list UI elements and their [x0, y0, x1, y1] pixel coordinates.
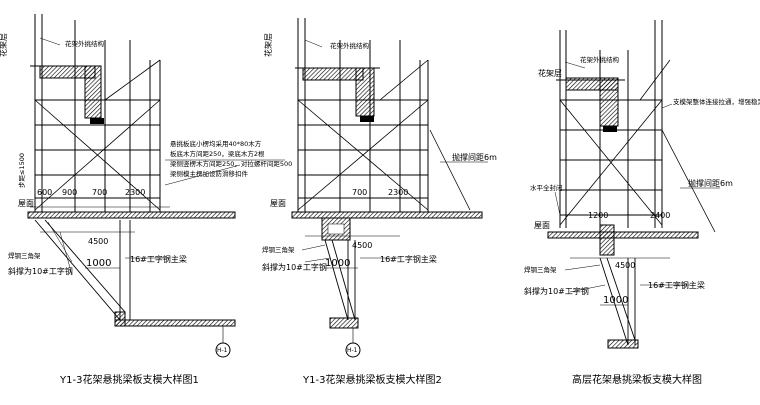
brace-note: 支模架整体连接拉通，增强稳定性	[673, 97, 760, 106]
brace-label: 斜撑为10#工字钢	[524, 286, 589, 296]
dim-2300: 2300	[125, 188, 145, 197]
rack-base-beam	[360, 116, 374, 122]
rack-column	[599, 77, 619, 127]
brace-label: 斜撑为10#工字钢	[8, 266, 73, 276]
rack-column	[355, 67, 375, 117]
detail-panel-3: 花架层 花架外挑结构 支模架整体连接拉通，增强稳定性 水平全封闭 屋面 1200…	[524, 20, 760, 386]
panel-caption: Y1-3花架悬挑梁板支模大样图2	[302, 373, 442, 386]
parapet-block	[599, 224, 615, 256]
roof-label: 花架层	[538, 68, 562, 78]
leader-lines-3	[554, 61, 720, 293]
leader-lines-2	[301, 39, 488, 263]
rack-top-beam	[302, 67, 364, 81]
roof-slab	[291, 211, 483, 219]
cantilever-support	[599, 257, 636, 346]
steel-triangle-label: 焊钢三角架	[8, 251, 41, 260]
panel-caption: Y1-3花架悬挑梁板支模大样图1	[59, 373, 199, 386]
dim-1200: 1200	[588, 211, 608, 220]
rack-column	[84, 65, 102, 119]
detail-panel-1: 花架层 花架外挑结构 步距≤1500 屋面 600 900 700 2300 4…	[0, 14, 292, 386]
horizontal-closure-note: 水平全封闭	[530, 183, 563, 192]
main-beam-label: 16#工字钢主梁	[130, 254, 187, 264]
scaffold-ledgers	[295, 67, 428, 199]
slab-label: 屋面	[18, 199, 34, 208]
dim-900: 900	[62, 188, 77, 197]
panel-caption: 高层花架悬挑梁板支模大样图	[572, 373, 702, 386]
formwork-note-line-4: 梁侧模主楞加设防滑移扣件	[170, 169, 249, 178]
leader-lines-1	[39, 37, 285, 276]
cantilever-support	[324, 239, 356, 321]
dim-1000: 1000	[325, 258, 350, 269]
dim-700: 700	[352, 188, 367, 197]
axis-label: H-1	[217, 347, 228, 354]
lower-beam-stub	[114, 311, 126, 327]
structure-label: 花架外挑结构	[65, 39, 105, 48]
cantilever-support	[34, 219, 131, 321]
dim-1000: 1000	[603, 295, 628, 306]
structure-label: 花架外挑结构	[330, 41, 370, 50]
dim-2400: 2400	[650, 211, 670, 220]
steel-triangle-label: 焊钢三角架	[262, 245, 295, 254]
parapet-void	[327, 223, 345, 235]
axis-label: H-1	[347, 347, 358, 354]
dim-4500: 4500	[615, 261, 635, 270]
dim-4500: 4500	[88, 237, 108, 246]
dim-4500: 4500	[352, 241, 372, 250]
roof-label: 花架层	[0, 33, 8, 57]
brace-label: 斜撑为10#工字钢	[262, 262, 327, 272]
dim-1000: 1000	[86, 258, 111, 269]
formwork-note-line-1: 悬挑板底小楞均采用40*80木方	[170, 139, 262, 148]
dim-700: 700	[92, 188, 107, 197]
roof-label: 花架层	[263, 33, 273, 57]
cross-bracing	[34, 59, 161, 211]
structure-label: 花架外挑结构	[580, 55, 620, 64]
lower-beam-stub	[329, 317, 359, 329]
rack-base-beam	[603, 126, 617, 132]
slab-label: 屋面	[270, 199, 286, 208]
outrigger-spacing-label: 抛撑间距6m	[688, 178, 733, 188]
cross-bracing	[297, 59, 471, 211]
lower-floor-slab	[114, 319, 236, 327]
main-beam-label: 16#工字钢主梁	[648, 280, 705, 290]
lower-beam-stub	[607, 339, 639, 349]
slab-label: 屋面	[534, 221, 550, 230]
dim-600: 600	[37, 188, 52, 197]
roof-slab	[27, 211, 236, 219]
main-beam-label: 16#工字钢主梁	[380, 254, 437, 264]
cross-bracing	[559, 59, 716, 233]
formwork-note-line-3: 梁侧竖楞木方间距250，对拉螺杆间距500	[170, 159, 292, 168]
roof-slab	[547, 231, 699, 239]
rack-base-beam	[90, 118, 104, 124]
detail-panel-2: 花架层 花架外挑结构 屋面 700 2300 4500 1000 焊钢三角架 斜…	[262, 18, 497, 386]
formwork-note-line-2: 板底木方间距250，梁底木方2根	[170, 149, 265, 158]
step-label: 步距≤1500	[18, 153, 26, 188]
dim-2300: 2300	[388, 188, 408, 197]
steel-triangle-label: 焊钢三角架	[524, 265, 557, 274]
outrigger-spacing-label: 抛撑间距6m	[452, 152, 497, 162]
